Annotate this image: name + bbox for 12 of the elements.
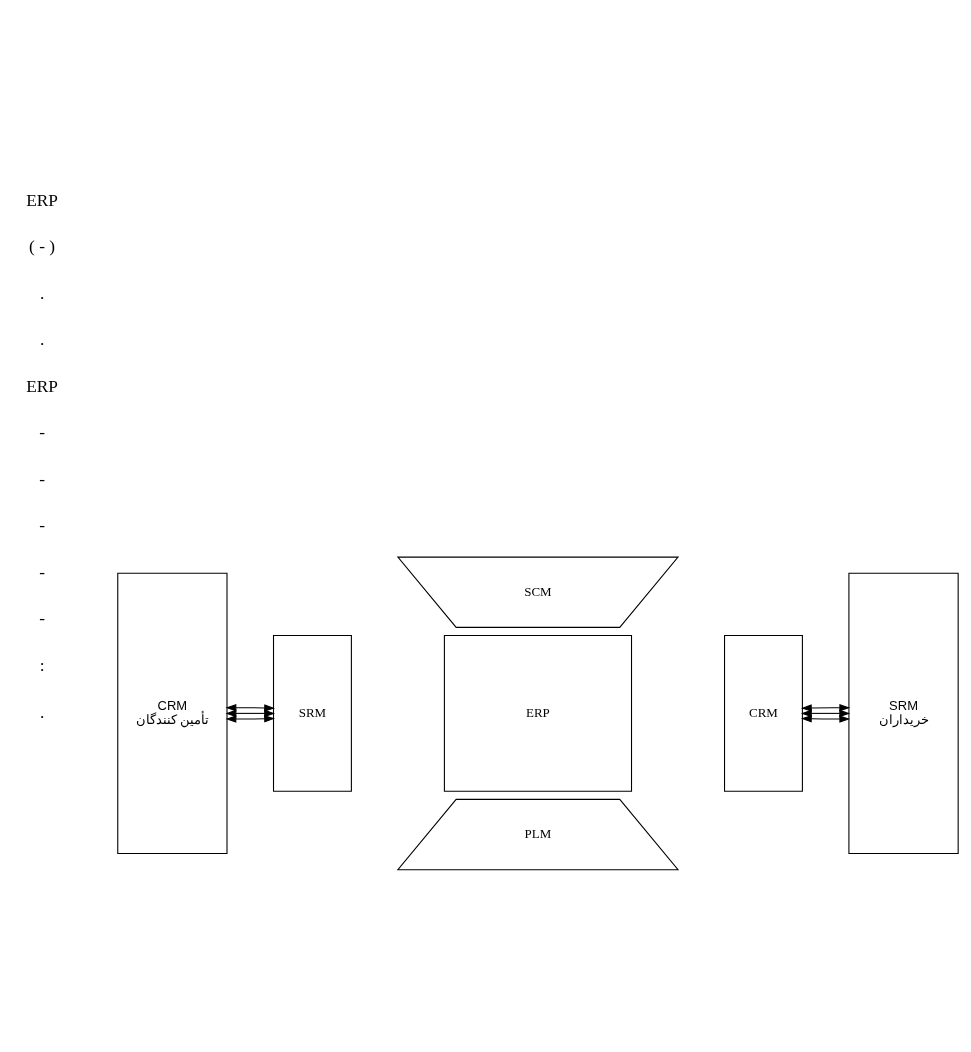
label: ( - ) bbox=[29, 237, 56, 257]
label: : bbox=[39, 655, 45, 675]
label: ERP bbox=[26, 190, 58, 210]
label: - bbox=[39, 469, 45, 489]
label: - bbox=[39, 562, 45, 582]
label: - bbox=[39, 609, 45, 629]
label: . bbox=[39, 283, 45, 303]
label: . bbox=[39, 702, 45, 722]
label: ERP bbox=[26, 376, 58, 396]
label: - bbox=[39, 516, 45, 536]
label: - bbox=[39, 423, 45, 443]
label: . bbox=[39, 330, 45, 350]
